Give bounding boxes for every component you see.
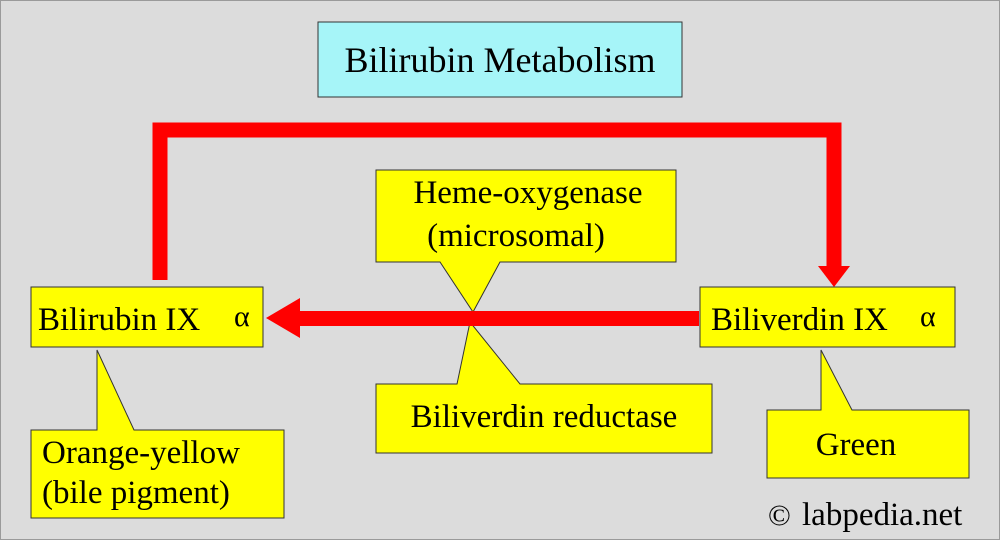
reduction-arrow-head [266,298,300,338]
heme-oxygenase-sublabel: (microsomal) [427,218,605,254]
heme-oxygenase-label: Heme-oxygenase [413,175,642,211]
watermark-text: labpedia.net [802,497,962,533]
biliverdin-color-box [766,349,970,479]
bilirubin-color-callout: Orange-yellow (bile pigment) [30,349,285,519]
diagram-title: Bilirubin Metabolism [345,40,656,80]
bilirubin-color-sublabel: (bile pigment) [42,475,230,511]
reduction-arrow-shaft [298,311,699,326]
biliverdin-reductase-label: Biliverdin reductase [411,399,678,435]
copyright-symbol: © [768,499,791,532]
biliverdin-color-label: Green [816,427,897,463]
bilirubin-label: Bilirubin IX [38,302,200,338]
reduction-arrow [266,298,699,338]
biliverdin-reductase-box [375,320,713,454]
biliverdin-label: Biliverdin IX [711,302,888,338]
biliverdin-node: Biliverdin IX α [699,286,956,348]
bilirubin-color-label: Orange-yellow [42,435,240,471]
heme-oxygenase-callout: Heme-oxygenase (microsomal) [375,169,677,313]
loop-arrow-shaft [152,122,842,280]
heme-oxygenase-box [375,169,677,313]
loop-arrow-head [818,266,850,287]
bilirubin-alpha-symbol: α [234,300,250,333]
watermark: © labpedia.net [768,497,962,533]
biliverdin-alpha-symbol: α [920,300,936,333]
title-box: Bilirubin Metabolism [317,21,683,98]
bilirubin-node: Bilirubin IX α [30,286,264,348]
biliverdin-color-callout: Green [766,349,970,479]
biliverdin-box [699,286,956,348]
title-box-background [317,21,683,98]
bilirubin-color-box [30,349,285,519]
bilirubin-box [30,286,264,348]
loop-arrow [152,122,850,287]
biliverdin-reductase-callout: Biliverdin reductase [375,320,713,454]
